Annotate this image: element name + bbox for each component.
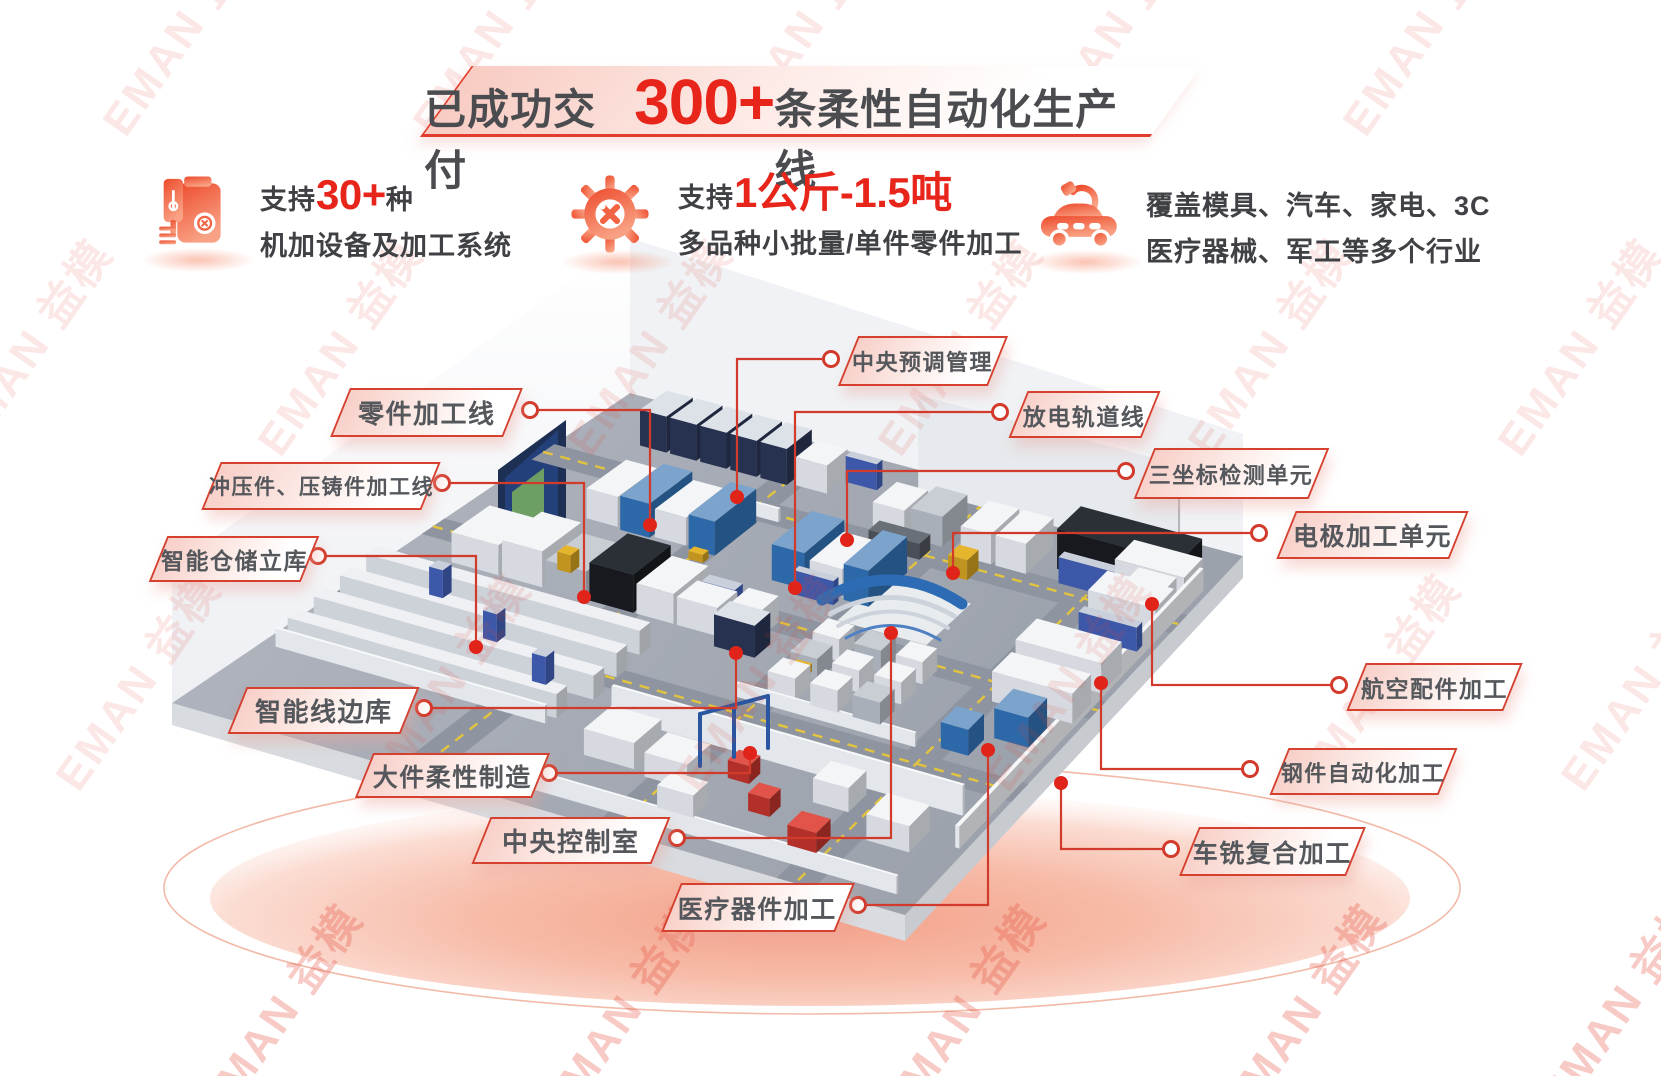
callout-turn-mill-machining: 车铣复合加工 (1179, 827, 1366, 876)
feature-1-line-2: 机加设备及加工系统 (260, 231, 512, 261)
callout-label: 电极加工单元 (1292, 523, 1452, 551)
machining-equipment-icon (159, 176, 221, 245)
feature-2-line-2: 多品种小批量/单件零件加工 (678, 229, 1023, 259)
leader-turn-mill (1059, 783, 1171, 851)
callout-edm-track-line: 放电轨道线 (1008, 391, 1161, 438)
callout-smart-lineside-warehouse: 智能线边库 (227, 687, 420, 734)
leader-aerospace (1150, 604, 1339, 687)
callout-medical-device-machining: 医疗器件加工 (661, 883, 855, 932)
factory-3d-scene (172, 238, 1243, 941)
feature-3-prefix: 覆盖模具、汽车、家电、3C (1146, 191, 1491, 221)
callout-label: 中央控制室 (502, 827, 640, 857)
callout-label: 冲压件、压铸件加工线 (208, 476, 434, 499)
callout-stamping-die-casting-line: 冲压件、压铸件加工线 (201, 462, 441, 510)
callout-central-presetting-mgmt: 中央预调管理 (837, 336, 1009, 386)
callout-steel-automation-machining: 钢件自动化加工 (1269, 748, 1458, 795)
feature-1-highlight: 30+ (316, 171, 386, 218)
leader-smart-warehouse (318, 554, 478, 647)
leader-medical-machining (858, 750, 990, 907)
callout-label: 医疗器件加工 (678, 895, 838, 924)
callout-label: 零件加工线 (357, 399, 496, 429)
feature-industries: 覆盖模具、汽车、家电、3C 医疗器械、军工等多个行业 (1030, 178, 1491, 274)
callout-label: 大件柔性制造 (372, 763, 532, 792)
callout-label: 智能仓储立库 (160, 548, 308, 574)
leader-electrode-unit (951, 531, 1259, 573)
callout-large-part-flexible-mfg: 大件柔性制造 (354, 753, 551, 798)
leader-lineside-warehouse (424, 653, 738, 710)
target-dots (469, 490, 1159, 790)
feature-1-suffix: 种 (385, 185, 414, 215)
icon-shadow (562, 250, 674, 274)
callout-smart-storage-warehouse: 智能仓储立库 (148, 536, 320, 582)
electric-car-icon (1040, 181, 1117, 249)
leader-steel-automation (1099, 683, 1250, 771)
feature-2-highlight: 1公斤-1.5吨 (734, 169, 952, 216)
icon-shadow (142, 248, 254, 272)
leader-central-presetting (735, 357, 831, 497)
callout-label: 航空配件加工 (1361, 676, 1508, 702)
callout-cmm-inspection-unit: 三坐标检测单元 (1133, 448, 1330, 499)
callout-electrode-machining-unit: 电极加工单元 (1276, 511, 1469, 559)
feature-1-prefix: 支持 (260, 185, 316, 215)
callout-central-control-room: 中央控制室 (471, 817, 671, 864)
callout-label: 三坐标检测单元 (1149, 462, 1314, 488)
feature-3-line-2: 医疗器械、军工等多个行业 (1146, 237, 1482, 267)
leader-central-control (677, 633, 893, 840)
connector-rings (309, 350, 1348, 914)
callout-parts-machining-line: 零件加工线 (330, 388, 523, 437)
leader-parts-machining-line (530, 408, 652, 525)
callout-label: 放电轨道线 (1023, 403, 1146, 430)
icon-shadow (1030, 250, 1142, 274)
callout-label: 中央预调管理 (852, 350, 994, 375)
callout-label: 钢件自动化加工 (1281, 760, 1446, 786)
leader-stamping-line (442, 481, 586, 597)
callout-label: 车铣复合加工 (1192, 839, 1352, 868)
callout-label: 智能线边库 (254, 697, 393, 727)
leader-cmm-unit (845, 469, 1126, 540)
feature-3-line-1: 覆盖模具、汽车、家电、3C (1146, 184, 1491, 223)
title-highlight: 300+ (634, 66, 775, 138)
leader-edm-track (793, 410, 1000, 588)
feature-2-prefix: 支持 (678, 183, 734, 213)
callout-aerospace-parts-machining: 航空配件加工 (1346, 663, 1523, 711)
leader-large-part-flexible (549, 753, 752, 775)
gear-tools-icon (571, 175, 649, 253)
